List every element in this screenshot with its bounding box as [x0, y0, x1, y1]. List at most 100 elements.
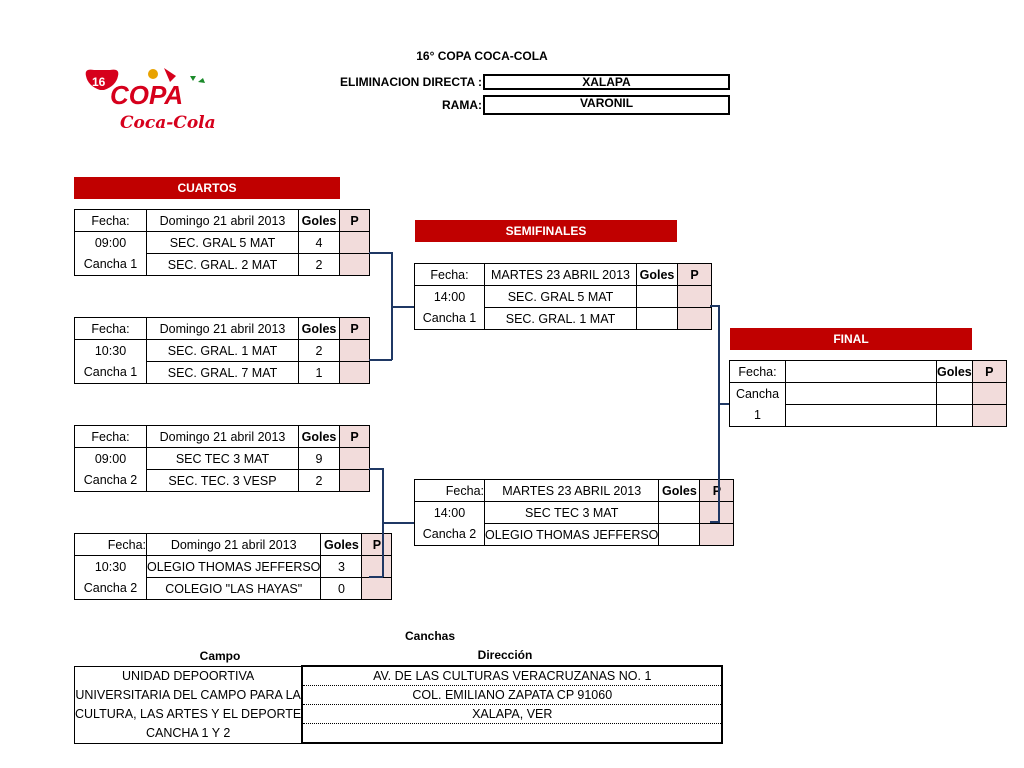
goles-header: Goles: [936, 360, 973, 383]
goles-header: Goles: [636, 263, 678, 286]
match-time: 10:30: [74, 555, 147, 578]
fecha-label: Fecha:: [729, 360, 786, 383]
team-name: SEC. GRAL. 2 MAT: [146, 253, 299, 276]
p-header: P: [361, 533, 393, 556]
logo-brand: Coca-Cola: [120, 113, 216, 133]
goals: 2: [298, 469, 340, 492]
campo-cell: CULTURA, LAS ARTES Y EL DEPORTE: [75, 707, 302, 721]
team-name: SEC. GRAL. 1 MAT: [484, 307, 637, 330]
points-cell: [971, 382, 1007, 405]
table-row: CULTURA, LAS ARTES Y EL DEPORTE XALAPA, …: [75, 704, 724, 724]
team-name: SEC. TEC. 3 VESP: [146, 469, 299, 492]
p-header: P: [971, 360, 1007, 383]
direccion-cell: COL. EMILIANO ZAPATA CP 91060: [301, 685, 724, 705]
table-row: UNIDAD DEPOORTIVA AV. DE LAS CULTURAS VE…: [75, 665, 724, 686]
points-cell: [339, 469, 370, 492]
campo-cell: UNIVERSITARIA DEL CAMPO PARA LA: [75, 688, 301, 702]
match-cancha: Cancha 2: [74, 469, 147, 492]
goals: 4: [298, 231, 340, 254]
points-cell: [677, 285, 712, 308]
goals: 9: [298, 447, 340, 470]
elim-value: XALAPA: [483, 74, 730, 90]
fecha-label: Fecha:: [74, 533, 147, 556]
match-cancha-number: 1: [729, 404, 786, 427]
goals: 1: [298, 361, 340, 384]
campo-header: Campo: [199, 649, 241, 663]
team-name: SEC. GRAL 5 MAT: [146, 231, 299, 254]
match-time: 09:00: [74, 231, 147, 254]
goals: 0: [320, 577, 363, 600]
match-cancha: Cancha: [729, 382, 786, 405]
p-header: P: [339, 425, 370, 448]
canchas-title: Canchas: [404, 629, 456, 643]
match-time: 10:30: [74, 339, 147, 362]
p-header: P: [339, 209, 370, 232]
campo-cell: CANCHA 1 Y 2: [145, 726, 231, 740]
match-date: MARTES 23 ABRIL 2013: [483, 479, 660, 502]
match-cancha: Cancha 2: [414, 523, 485, 546]
points-cell: [339, 339, 370, 362]
p-header: P: [677, 263, 712, 286]
direccion-cell: AV. DE LAS CULTURAS VERACRUZANAS NO. 1: [301, 665, 724, 686]
goals: [936, 382, 973, 405]
team-name: SEC. GRAL. 7 MAT: [146, 361, 299, 384]
team-name: SEC. GRAL 5 MAT: [484, 285, 637, 308]
direccion-header: Dirección: [477, 648, 533, 662]
goles-header: Goles: [298, 317, 340, 340]
match-cancha: Cancha 1: [74, 253, 147, 276]
points-cell: [677, 307, 712, 330]
direccion-cell: [301, 723, 724, 744]
match-date: Domingo 21 abril 2013: [146, 317, 299, 340]
trophy-icon: 16 COPA Coca-Cola: [85, 68, 216, 133]
fecha-label: Fecha:: [414, 479, 485, 502]
goals: 2: [298, 253, 340, 276]
logo-copa: COPA: [110, 80, 183, 110]
match-cancha: Cancha 1: [414, 307, 485, 330]
table-row: CANCHA 1 Y 2: [75, 723, 724, 744]
match-time: 09:00: [74, 447, 147, 470]
goles-header: Goles: [658, 479, 701, 502]
points-cell: [339, 361, 370, 384]
team-name: SEC. GRAL. 1 MAT: [146, 339, 299, 362]
goals: [658, 501, 701, 524]
match-time: 14:00: [414, 501, 485, 524]
points-cell: [361, 555, 393, 578]
fecha-label: Fecha:: [74, 209, 147, 232]
match-time: 14:00: [414, 285, 485, 308]
logo-number: 16: [92, 75, 106, 89]
goals: [658, 523, 701, 546]
match-cancha: Cancha 1: [74, 361, 147, 384]
goals: [936, 404, 973, 427]
team-name: [785, 382, 937, 405]
points-cell: [339, 231, 370, 254]
page-title: 16° COPA COCA-COLA: [416, 49, 548, 63]
match-date: [785, 360, 937, 383]
team-name: [785, 404, 937, 427]
fecha-label: Fecha:: [414, 263, 485, 286]
goals: [636, 285, 678, 308]
table-row: UNIVERSITARIA DEL CAMPO PARA LA COL. EMI…: [75, 685, 724, 705]
team-name: OLEGIO THOMAS JEFFERSO: [483, 523, 660, 546]
elim-label: ELIMINACION DIRECTA :: [340, 75, 482, 89]
rama-label: RAMA:: [442, 98, 482, 112]
goles-header: Goles: [298, 425, 340, 448]
cuartos-header: CUARTOS: [74, 177, 340, 199]
team-name: SEC TEC 3 MAT: [483, 501, 660, 524]
campo-cell: UNIDAD DEPOORTIVA: [122, 669, 255, 683]
team-name: COLEGIO "LAS HAYAS": [145, 577, 322, 600]
points-cell: [339, 253, 370, 276]
match-date: Domingo 21 abril 2013: [146, 209, 299, 232]
final-header: FINAL: [730, 328, 972, 350]
copa-coca-cola-logo: 16 COPA Coca-Cola: [80, 64, 220, 136]
semifinales-header: SEMIFINALES: [415, 220, 677, 242]
goals: 2: [298, 339, 340, 362]
points-cell: [971, 404, 1007, 427]
points-cell: [699, 523, 735, 546]
